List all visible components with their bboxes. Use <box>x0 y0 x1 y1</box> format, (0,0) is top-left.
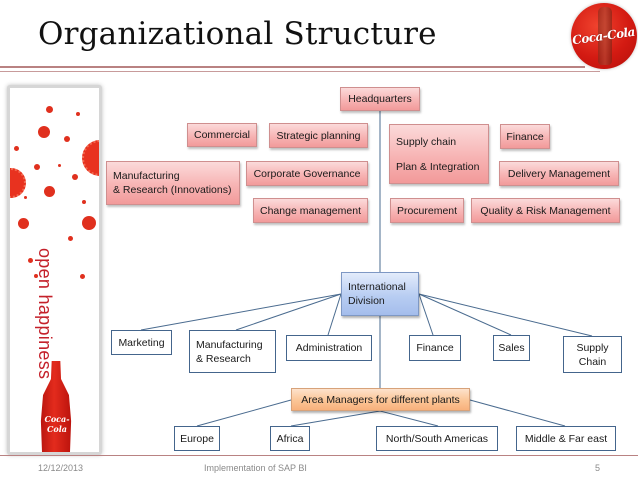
manufacturing-label-line1: Manufacturing <box>113 170 180 182</box>
tagline-text: open happiness <box>35 248 55 380</box>
international-division-label-line2: Division <box>348 295 385 307</box>
manufacturing-research-node: Manufacturing & Research <box>189 330 276 373</box>
bottle-cap-icon <box>10 168 26 198</box>
sales-node: Sales <box>493 335 530 361</box>
supply-chain-division-node: Supply Chain <box>563 336 622 373</box>
administration-node: Administration <box>286 335 372 361</box>
bubble-icon <box>28 258 33 263</box>
bubble-icon <box>80 274 85 279</box>
manufacturing-innovations-node: Manufacturing & Research (Innovations) <box>106 161 240 205</box>
administration-label: Administration <box>295 342 363 354</box>
title-divider-thin <box>0 71 600 72</box>
bubble-icon <box>64 136 70 142</box>
area-managers-label: Area Managers for different plants <box>301 393 460 406</box>
finance-hq-node: Finance <box>500 124 550 149</box>
coca-cola-logo-icon: Coca-Cola <box>571 3 637 69</box>
international-division-label-line1: International <box>348 281 406 293</box>
finance-division-node: Finance <box>409 335 461 361</box>
decorative-side-panel: open happiness Coca-Cola <box>7 85 102 455</box>
finance-division-label: Finance <box>416 342 454 354</box>
bubble-icon <box>68 236 73 241</box>
bubble-icon <box>14 146 19 151</box>
title-divider <box>0 66 585 68</box>
headquarters-label: Headquarters <box>348 93 412 105</box>
marketing-label: Marketing <box>118 336 165 349</box>
procurement-node: Procurement <box>390 198 464 223</box>
africa-node: Africa <box>270 426 310 451</box>
middle-far-east-label: Middle & Far east <box>524 432 608 445</box>
manufacturing-label-line2: & Research (Innovations) <box>113 184 232 196</box>
international-division-node: International Division <box>341 272 419 316</box>
footer-title: Implementation of SAP BI <box>204 463 307 473</box>
bubble-icon <box>34 274 38 278</box>
page-number: 5 <box>595 463 601 473</box>
corporate-governance-label: Corporate Governance <box>253 167 361 180</box>
headquarters-node: Headquarters <box>340 87 420 111</box>
americas-label: North/South Americas <box>385 432 489 445</box>
strategic-planning-node: Strategic planning <box>269 123 368 148</box>
commercial-node: Commercial <box>187 123 257 147</box>
europe-node: Europe <box>174 426 220 451</box>
bubble-icon <box>82 216 96 230</box>
footer-divider <box>0 455 638 456</box>
africa-label: Africa <box>276 432 304 445</box>
bubble-icon <box>34 164 40 170</box>
manufacturing-research-line1: Manufacturing <box>196 338 263 351</box>
sales-label: Sales <box>498 342 525 354</box>
change-management-node: Change management <box>253 198 368 223</box>
corporate-governance-node: Corporate Governance <box>246 161 368 186</box>
americas-node: North/South Americas <box>376 426 498 451</box>
bubble-icon <box>76 112 80 116</box>
middle-far-east-node: Middle & Far east <box>516 426 616 451</box>
bubble-icon <box>38 126 50 138</box>
procurement-label: Procurement <box>396 204 458 217</box>
bubble-icon <box>46 106 53 113</box>
change-management-label: Change management <box>260 204 361 217</box>
commercial-label: Commercial <box>194 129 251 141</box>
finance-hq-label: Finance <box>506 130 544 143</box>
bubble-icon <box>82 200 86 204</box>
quality-risk-label: Quality & Risk Management <box>480 204 611 217</box>
bubble-icon <box>58 164 61 167</box>
quality-risk-node: Quality & Risk Management <box>471 198 620 223</box>
supply-chain-label-line2: Plan & Integration <box>396 160 480 173</box>
bubble-icon <box>24 196 27 199</box>
bubble-icon <box>44 186 55 197</box>
supply-chain-division-line2: Chain <box>578 355 607 368</box>
supply-chain-label-line1: Supply chain <box>396 135 457 148</box>
manufacturing-research-line2: & Research <box>196 352 251 365</box>
delivery-management-node: Delivery Management <box>499 161 619 186</box>
bubble-icon <box>72 174 78 180</box>
europe-label: Europe <box>180 432 214 445</box>
marketing-node: Marketing <box>111 330 172 355</box>
slide-title: Organizational Structure <box>38 16 437 52</box>
logo-bottle-icon <box>598 7 612 65</box>
strategic-planning-label: Strategic planning <box>276 129 361 142</box>
delivery-management-label: Delivery Management <box>507 167 611 180</box>
footer-date: 12/12/2013 <box>38 463 84 473</box>
bubble-icon <box>18 218 29 229</box>
bottle-cap-icon <box>82 140 99 176</box>
area-managers-node: Area Managers for different plants <box>291 388 470 411</box>
supply-chain-division-line1: Supply <box>576 341 609 354</box>
supply-chain-node: Supply chain Plan & Integration <box>389 124 489 184</box>
bottle-label: Coca-Cola <box>44 414 70 434</box>
